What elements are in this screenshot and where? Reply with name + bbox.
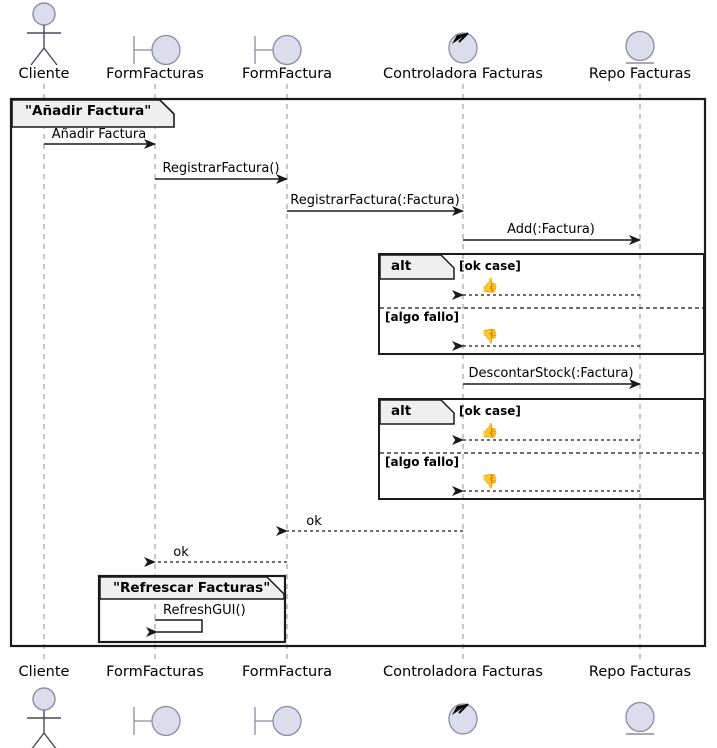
message-label-registrarfactura: RegistrarFactura(): [162, 161, 280, 176]
alt-fragment-2-operator: alt: [391, 403, 412, 419]
actor-stick-figure-icon-bottom: [27, 687, 61, 748]
message-label-add-factura: Add(:Factura): [507, 222, 595, 237]
refrescar-fragment-tab: [99, 576, 285, 600]
message-label-ok-2: ok: [173, 545, 189, 560]
thumbs-up-icon-2: 👍: [481, 423, 499, 439]
participant-label-cliente-top: Cliente: [18, 66, 70, 82]
alt-fragment-2: [378, 398, 705, 500]
outer-frame-tab: [11, 99, 175, 128]
message-arrows: [44, 139, 641, 637]
participant-label-cliente-bottom: Cliente: [18, 664, 70, 680]
message-label-descontarstock: DescontarStock(:Factura): [468, 366, 634, 381]
outer-frame: [9, 97, 707, 648]
alt-fragment-1: [378, 253, 705, 355]
participant-label-controladora-top: Controladora Facturas: [383, 66, 543, 82]
participant-label-repo-bottom: Repo Facturas: [588, 664, 692, 680]
control-icon-controladora-bottom: [448, 703, 478, 735]
alt-fragment-1-guard-ok: [ok case]: [459, 259, 521, 273]
alt-fragment-2-guard-ok: [ok case]: [459, 404, 521, 418]
thumbs-down-icon-1: 👎: [481, 329, 499, 345]
message-label-anadir-factura: Añadir Factura: [51, 127, 147, 142]
boundary-icon-formfactura-top: [254, 34, 302, 66]
thumbs-up-icon-1: 👍: [481, 278, 499, 294]
thumbs-down-icon-2: 👎: [481, 474, 499, 490]
participant-label-formfacturas-top: FormFacturas: [106, 66, 204, 82]
refrescar-fragment-title: "Refrescar Facturas": [113, 580, 271, 596]
arrow-refreshgui-selfcall: [146, 619, 203, 637]
entity-icon-repo-bottom: [625, 701, 655, 735]
message-label-ok-1: ok: [306, 514, 322, 529]
outer-frame-title: "Añadir Factura": [25, 103, 152, 119]
message-label-registrarfactura-arg: RegistrarFactura(:Factura): [290, 193, 460, 208]
participant-label-controladora-bottom: Controladora Facturas: [383, 664, 543, 680]
boundary-icon-formfacturas-bottom: [133, 705, 181, 737]
alt-fragment-2-guard-fail: [algo fallo]: [385, 455, 459, 469]
alt-fragment-1-operator: alt: [391, 258, 412, 274]
boundary-icon-formfactura-bottom: [254, 705, 302, 737]
alt-fragment-1-tab: [379, 254, 455, 280]
entity-icon-repo-top: [625, 30, 655, 64]
participant-label-formfacturas-bottom: FormFacturas: [106, 664, 204, 680]
participant-label-formfactura-bottom: FormFactura: [241, 664, 333, 680]
refrescar-fragment: [97, 574, 287, 644]
message-label-refreshgui: RefreshGUI(): [163, 603, 246, 618]
alt-fragment-1-guard-fail: [algo fallo]: [385, 310, 459, 324]
actor-stick-figure-icon-top: [27, 2, 61, 66]
participant-label-repo-top: Repo Facturas: [588, 66, 692, 82]
control-icon-controladora-top: [448, 32, 478, 64]
alt-fragment-2-tab: [379, 399, 455, 425]
participant-label-formfactura-top: FormFactura: [241, 66, 333, 82]
boundary-icon-formfacturas-top: [133, 34, 181, 66]
